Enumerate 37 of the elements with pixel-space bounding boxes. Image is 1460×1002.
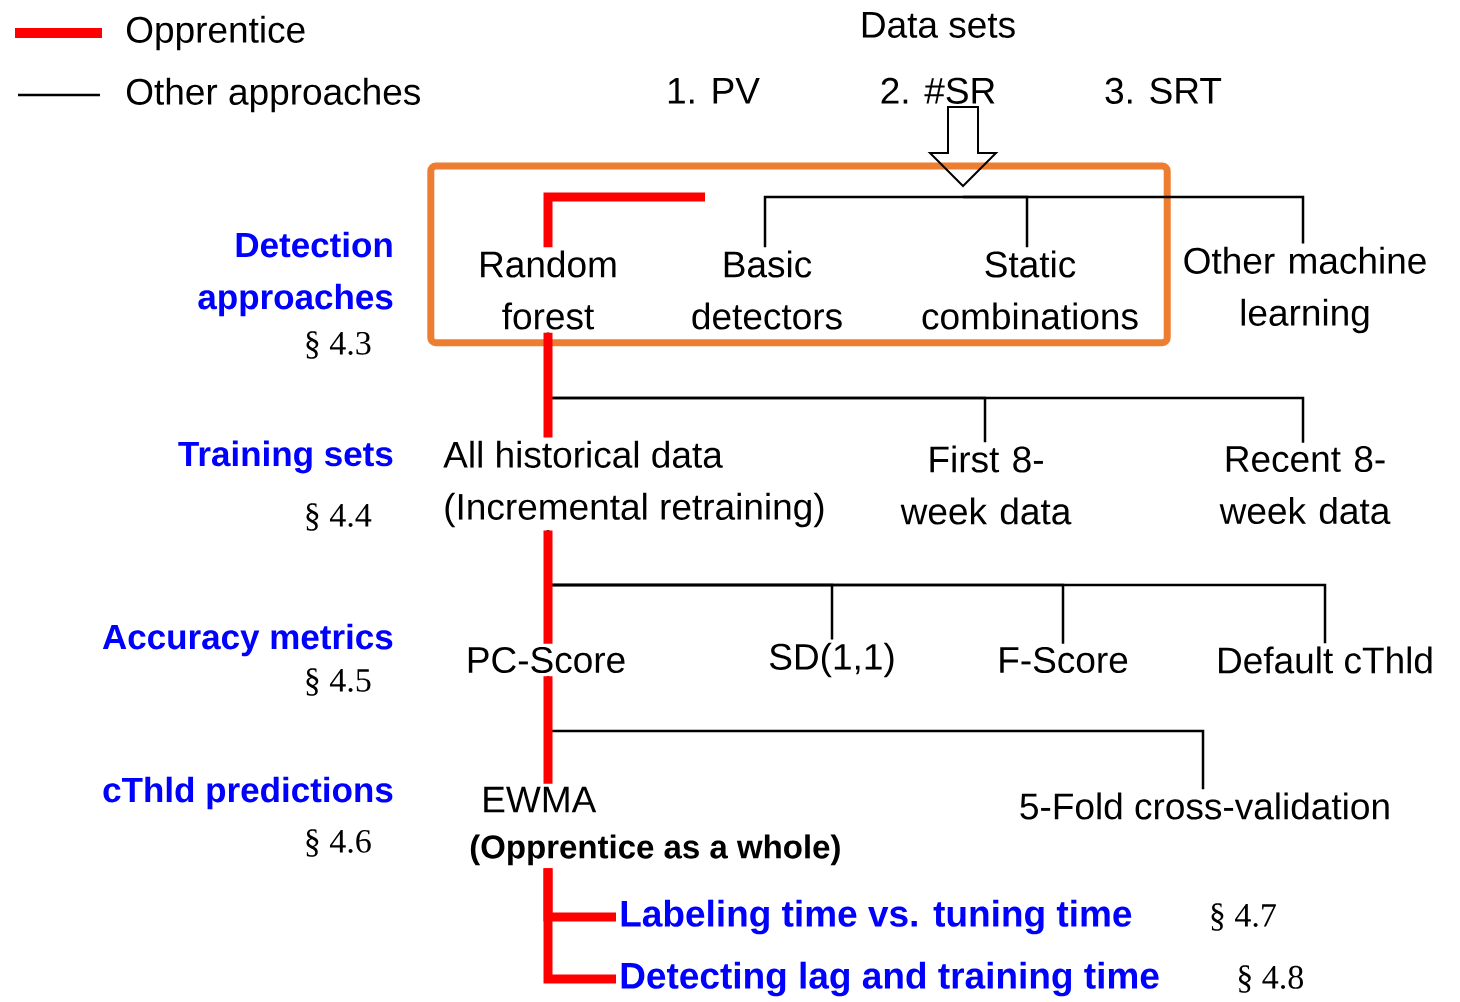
- metric-text: Default cThld: [1219, 646, 1432, 674]
- tree-line: [763, 195, 963, 248]
- approach-text: Basic detectors: [692, 250, 842, 330]
- data-sets-text: Data sets 1. PV 2. #SR 3. SRT: [668, 12, 1222, 104]
- opprentice-path: [543, 676, 553, 784]
- approach-text: Other machine learning: [1184, 246, 1426, 334]
- opprentice-path: [543, 868, 616, 984]
- method-text: EWMA (Opprentice as a whole): [470, 786, 840, 866]
- method-text: 5-Fold cross-validation: [1020, 792, 1389, 820]
- approach-text: Random forest: [481, 250, 616, 330]
- section-number: § 4.7: [1211, 903, 1276, 931]
- training-set-text: First 8-week data: [900, 445, 1072, 525]
- highlight-frame: [427, 162, 1171, 347]
- section-number: § 4.3: [306, 331, 371, 359]
- opprentice-path: [543, 192, 705, 248]
- approach-text: Static combinations: [922, 250, 1138, 330]
- section-heading: Training sets: [178, 440, 393, 474]
- legend-text: Other approaches: [126, 77, 420, 113]
- section-number: § 4.6: [306, 829, 371, 857]
- section-heading: Accuracy metrics: [102, 623, 393, 657]
- metric-text: PC-Score: [468, 646, 625, 674]
- section-heading: cThld predictions: [103, 776, 393, 810]
- legend-text: Opprentice: [126, 15, 305, 51]
- result-text: Detecting lag and training time: [621, 961, 1159, 997]
- metric-text: F-Score: [1000, 646, 1128, 674]
- section-number: § 4.8: [1238, 965, 1303, 993]
- section-number: § 4.5: [306, 668, 371, 696]
- training-set-text: All historical data (Incremental retraining): [443, 440, 824, 528]
- hollow-arrow: [927, 106, 999, 188]
- opprentice-path: [543, 332, 553, 438]
- section-number: § 4.4: [306, 503, 372, 531]
- metric-text: SD(1,1): [769, 642, 894, 678]
- opprentice-path: [543, 530, 553, 644]
- section-heading: Detection approaches: [198, 231, 393, 317]
- result-text: Labeling time vs. tuning time: [621, 899, 1132, 935]
- training-set-text: Recent 8-week data: [1219, 445, 1391, 525]
- tree-line: [963, 195, 1305, 244]
